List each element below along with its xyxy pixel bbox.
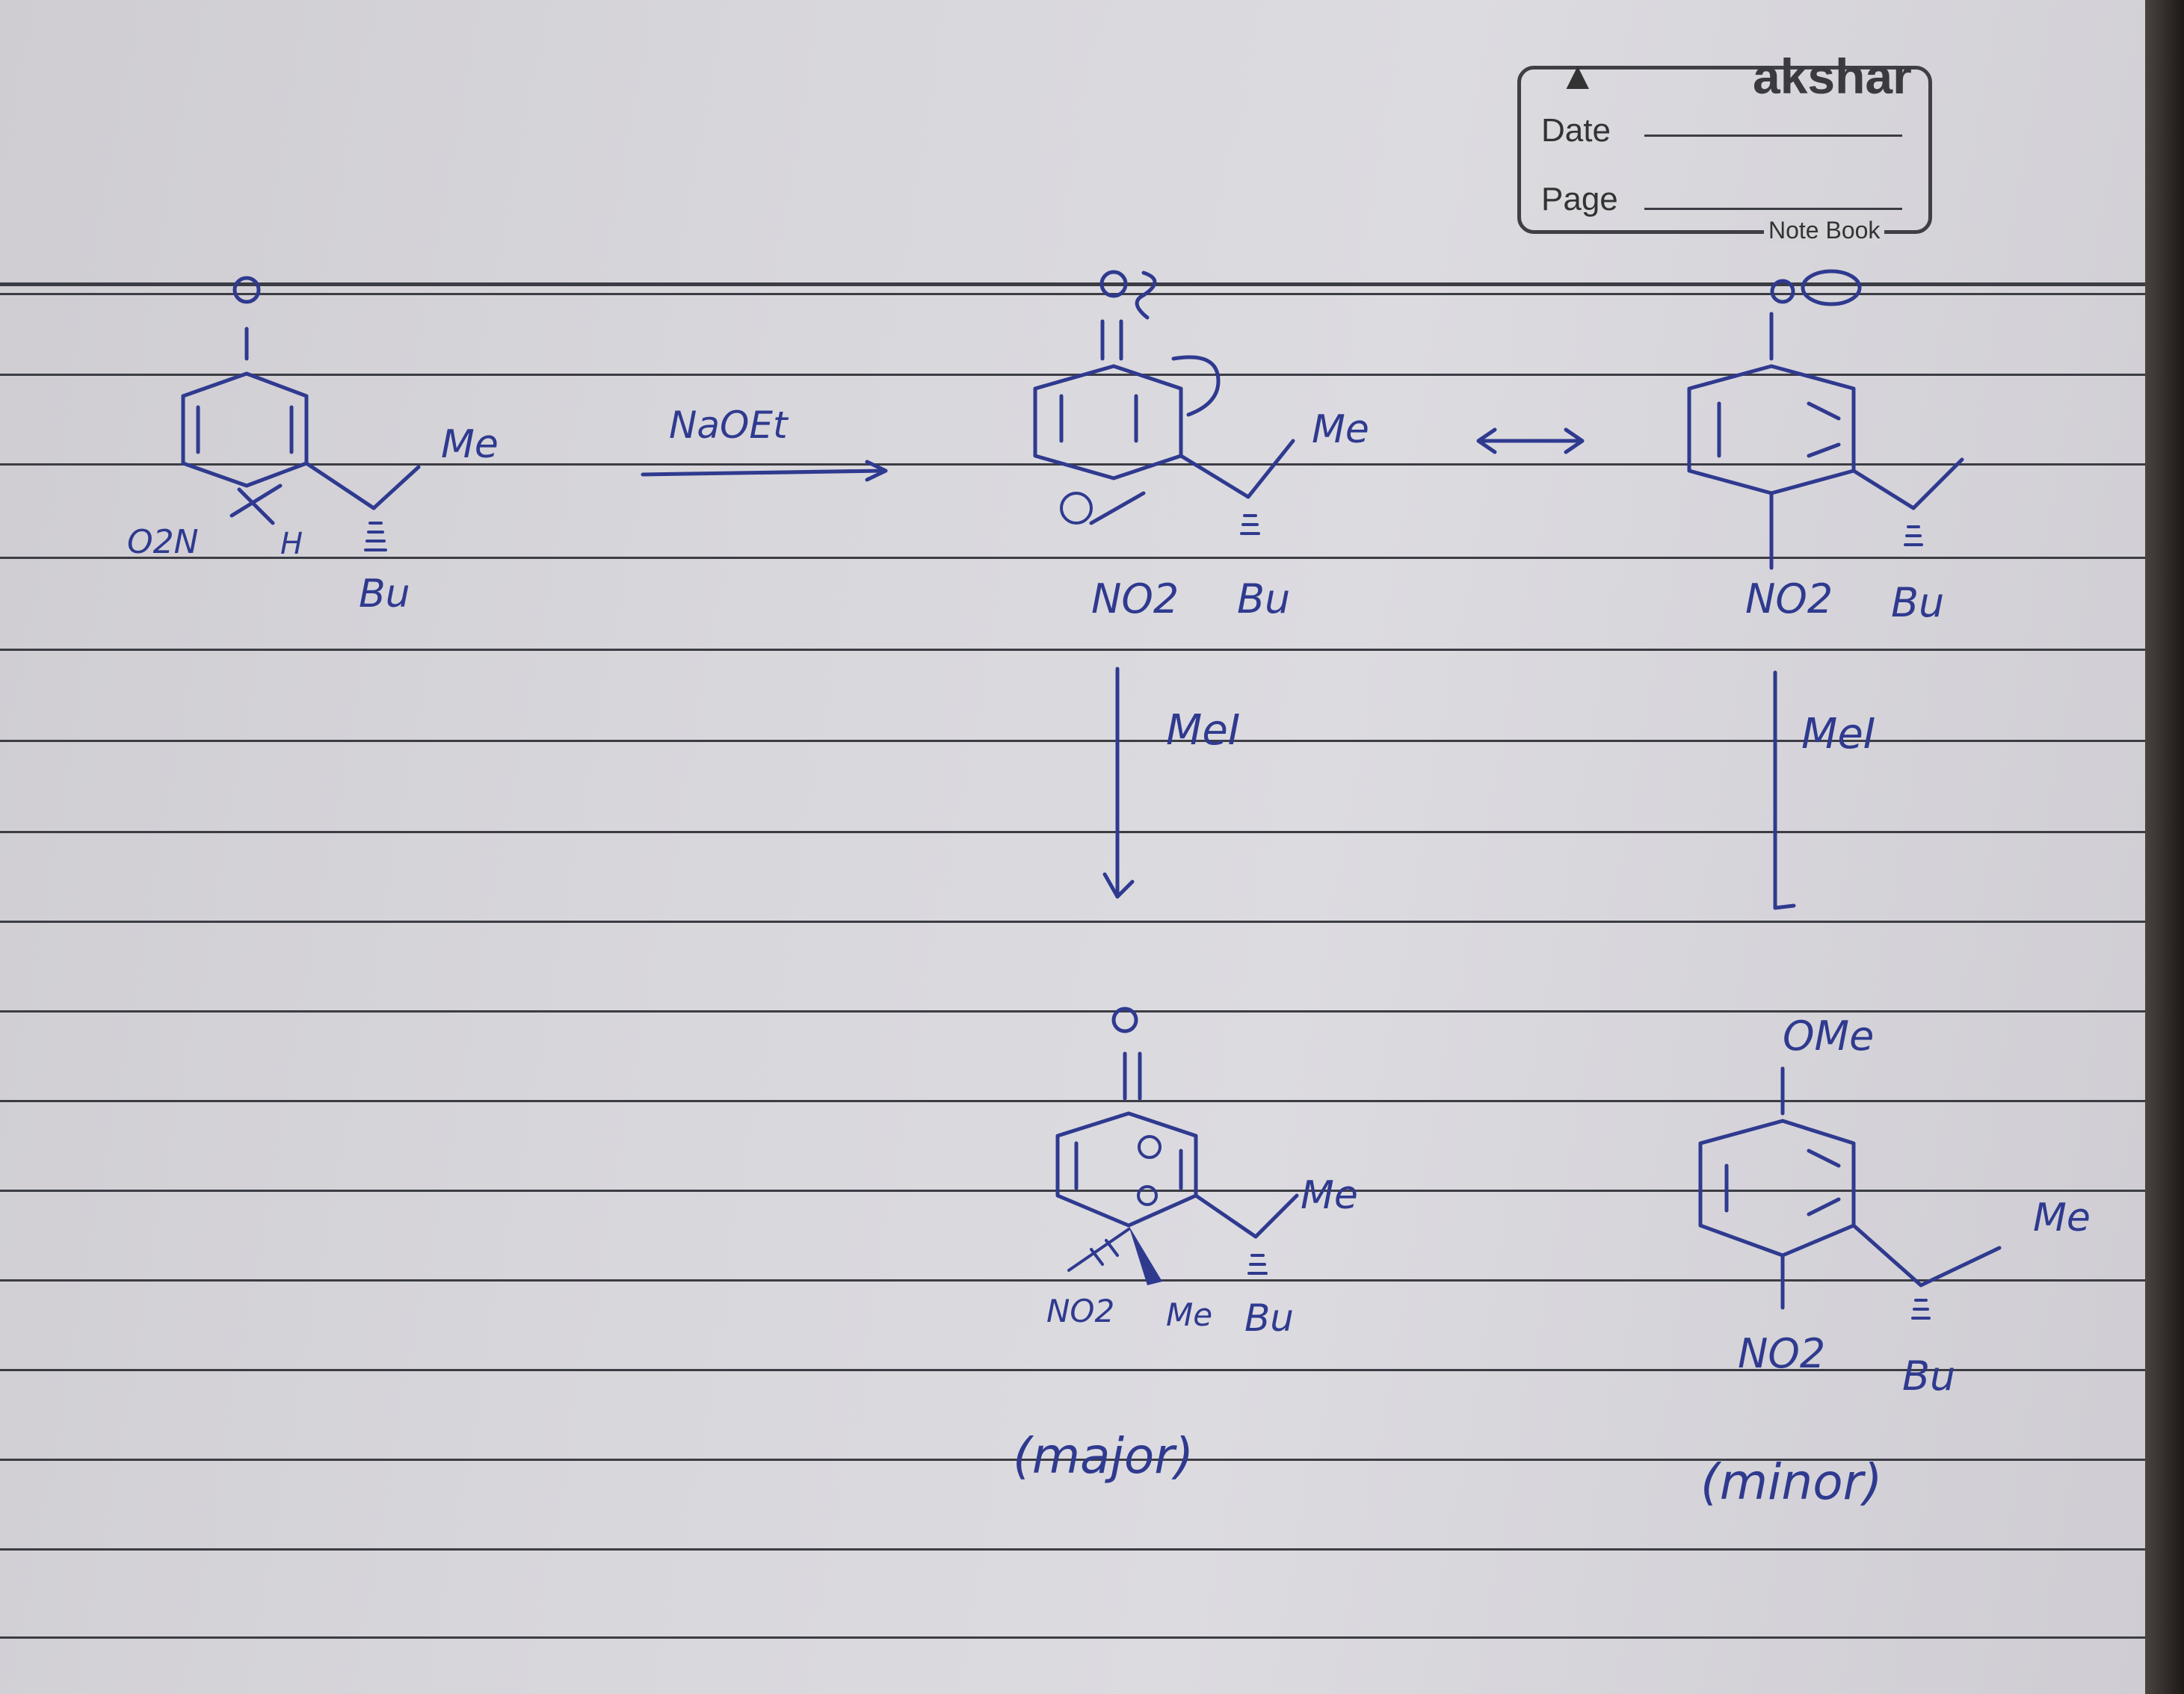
minor-product-drawing (1698, 1066, 2002, 1320)
minor-me-label: Me (2033, 1196, 2091, 1240)
major-product-drawing (1055, 1007, 1299, 1285)
minor-ome-label: OMe (1783, 1013, 1875, 1060)
page-line (1644, 208, 1902, 210)
date-label: Date (1541, 112, 1611, 149)
resonance-arrow (1476, 427, 1585, 454)
major-me2-label: Me (1166, 1296, 1213, 1333)
start-bu-label: Bu (359, 572, 410, 616)
start-o2n-label: O2N (127, 523, 199, 561)
notebook-brand-box (1517, 66, 1932, 234)
reagent-mei-right: MeI (1801, 710, 1876, 758)
reagent-mei-left: MeI (1166, 706, 1241, 755)
start-h-label: H (280, 527, 303, 561)
methylation-arrow-left (1102, 667, 1135, 899)
resonance-no2-label: NO2 (1745, 575, 1833, 622)
minor-no2-label: NO2 (1738, 1330, 1826, 1377)
major-no2-label: NO2 (1046, 1293, 1115, 1329)
enolate-me-label: Me (1312, 407, 1369, 452)
major-bu-label: Bu (1244, 1296, 1294, 1340)
major-me-label: Me (1301, 1173, 1358, 1218)
enolate-bu-label: Bu (1237, 575, 1291, 622)
date-line (1644, 135, 1902, 137)
brand-logo-icon: ▲ (1558, 55, 1597, 98)
page-edge-shadow (2145, 0, 2184, 1694)
reaction-arrow-1 (641, 469, 884, 477)
start-me-label: Me (441, 422, 499, 467)
resonance-bu-label: Bu (1891, 579, 1945, 626)
page-label: Page (1541, 181, 1618, 217)
methylation-arrow-right (1773, 670, 1796, 910)
resonance-form-drawing (1687, 269, 1964, 570)
major-caption: (major) (1013, 1427, 1194, 1485)
enolate-drawing (1033, 270, 1295, 535)
notebook-subtitle: Note Book (1764, 217, 1885, 244)
minor-caption: (minor) (1700, 1453, 1883, 1511)
reagent-naoet: NaOEt (669, 404, 788, 447)
start-molecule-drawing (181, 276, 421, 551)
minor-bu-label: Bu (1902, 1353, 1956, 1400)
brand-name: akshar (1753, 49, 1912, 104)
enolate-no2-label: NO2 (1091, 575, 1179, 622)
